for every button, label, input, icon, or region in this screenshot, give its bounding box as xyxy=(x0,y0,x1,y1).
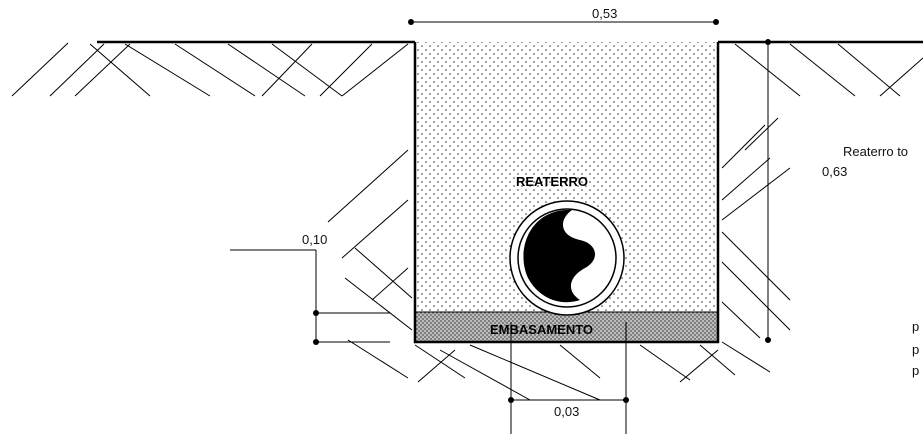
soil-hatching-bottom xyxy=(414,344,736,401)
trench-outline xyxy=(413,42,720,344)
embasamento-label: EMBASAMENTO xyxy=(490,322,593,337)
dimension-depth xyxy=(765,39,771,343)
soil-hatching-left xyxy=(11,42,413,379)
note-right-label: Reaterro to xyxy=(843,144,908,159)
dimension-pipe-clearance xyxy=(508,322,629,434)
note-fragment-3: p xyxy=(912,363,919,378)
soil-hatching-right xyxy=(721,43,923,373)
pipe-clearance-label: 0,03 xyxy=(554,404,579,419)
note-fragment-2: p xyxy=(912,342,919,357)
dimension-embasamento-thickness xyxy=(230,249,390,345)
note-fragment-1: p xyxy=(912,319,919,334)
pipe-icon xyxy=(509,200,625,316)
embasamento-thickness-label: 0,10 xyxy=(302,232,327,247)
reaterro-label: REATERRO xyxy=(516,174,588,189)
dimension-top-width xyxy=(408,19,719,25)
top-width-label: 0,53 xyxy=(592,6,617,21)
depth-label: 0,63 xyxy=(822,164,847,179)
